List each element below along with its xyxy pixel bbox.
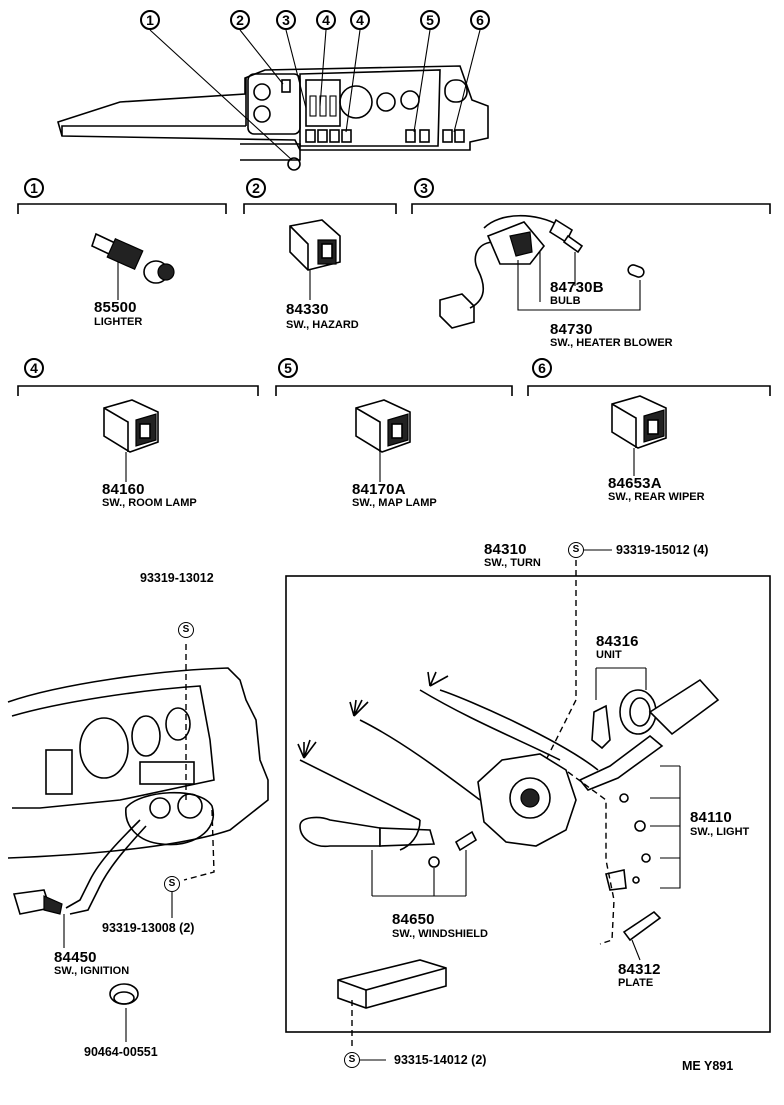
room-lamp-name: SW., ROOM LAMP: [102, 497, 197, 509]
callout-2: 2: [230, 10, 250, 30]
plate-name: PLATE: [618, 977, 654, 989]
hazard-name: SW., HAZARD: [286, 319, 359, 331]
screw-ignition-bottom-ref: 93319-13008 (2): [102, 921, 195, 935]
dashboard-overview-drawing: [57, 29, 489, 171]
rear-wiper-name: SW., REAR WIPER: [608, 491, 705, 503]
lighter-drawing: [91, 232, 175, 300]
screw-ignition-top-ref: 93319-13012: [140, 571, 214, 585]
callout-3: 3: [276, 10, 296, 30]
heater-blower-drawing: [439, 214, 645, 329]
map-lamp-switch-drawing: [355, 399, 411, 482]
room-lamp-part-no: 84160: [102, 481, 145, 498]
light-switch-part-no: 84110: [690, 809, 732, 826]
light-switch-name: SW., LIGHT: [690, 826, 750, 838]
bulb-name: BULB: [550, 295, 581, 307]
section-brackets: [17, 203, 771, 396]
ignition-name: SW., IGNITION: [54, 965, 130, 977]
screw-symbol-turn: S: [568, 542, 584, 558]
combination-switch-drawing: [285, 549, 771, 1050]
section-index-5: 5: [278, 358, 298, 378]
section-index-6: 6: [532, 358, 552, 378]
windshield-name: SW., WINDSHIELD: [392, 928, 488, 940]
section-index-4: 4: [24, 358, 44, 378]
callout-4b: 4: [350, 10, 370, 30]
room-lamp-switch-drawing: [103, 399, 159, 482]
unit-part-no: 84316: [596, 633, 639, 650]
screw-symbol-ignition-top: S: [178, 622, 194, 638]
rear-wiper-switch-drawing: [611, 395, 667, 476]
section-index-2: 2: [246, 178, 266, 198]
section-index-1: 1: [24, 178, 44, 198]
map-lamp-part-no: 84170A: [352, 481, 406, 498]
windshield-part-no: 84650: [392, 911, 435, 928]
plate-part-no: 84312: [618, 961, 661, 978]
ignition-dash-drawing: [7, 644, 269, 1042]
bulb-part-no: 84730B: [550, 279, 604, 296]
lighter-part-no: 85500: [94, 299, 137, 316]
screw-turn-ref: 93319-15012 (4): [616, 543, 709, 557]
section-index-3: 3: [414, 178, 434, 198]
ignition-part-no: 84450: [54, 949, 97, 966]
callout-4a: 4: [316, 10, 336, 30]
heater-blower-name: SW., HEATER BLOWER: [550, 337, 673, 349]
map-lamp-name: SW., MAP LAMP: [352, 497, 437, 509]
callout-5: 5: [420, 10, 440, 30]
heater-blower-part-no: 84730: [550, 321, 593, 338]
callout-6: 6: [470, 10, 490, 30]
callout-1: 1: [140, 10, 160, 30]
screw-cover-ref: 93315-14012 (2): [394, 1053, 487, 1067]
turn-switch-part-no: 84310: [484, 541, 527, 558]
lighter-name: LIGHTER: [94, 316, 143, 328]
rear-wiper-part-no: 84653A: [608, 475, 662, 492]
turn-switch-name: SW., TURN: [484, 557, 541, 569]
hazard-part-no: 84330: [286, 301, 329, 318]
screw-symbol-ignition-bottom: S: [164, 876, 180, 892]
footer-code: ME Y891: [682, 1059, 734, 1073]
screw-symbol-cover: S: [344, 1052, 360, 1068]
clamp-ref: 90464-00551: [84, 1045, 158, 1059]
hazard-switch-drawing: [289, 219, 341, 300]
unit-name: UNIT: [596, 649, 622, 661]
